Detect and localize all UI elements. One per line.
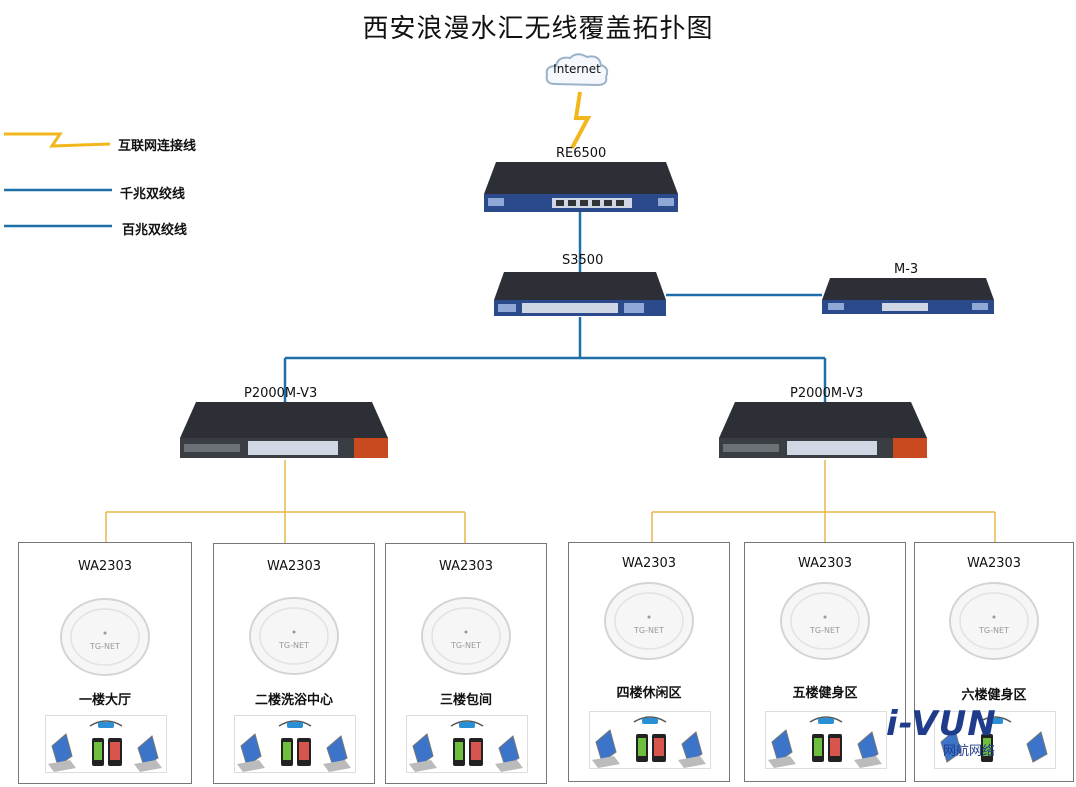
ap-box-4: WA2303 TG-NET 四楼休闲区 [568, 542, 730, 782]
legend-fast-label: 百兆双绞线 [122, 223, 188, 238]
ap-brand-text: TG-NET [450, 641, 481, 650]
internet-cloud: Internet [543, 50, 611, 92]
ap-box-5: WA2303 TG-NET 五楼健身区 [744, 542, 906, 782]
watermark-subtext: 网航网络 [942, 744, 995, 759]
room-label: 四楼休闲区 [616, 686, 682, 701]
access-point-icon: TG-NET [421, 597, 511, 675]
ap-box-1: WA2303 TG-NET 一楼大厅 [18, 542, 192, 784]
watermark-logo: i-VUN 网航网络 [886, 704, 1052, 764]
core-switch-label: S3500 [562, 253, 604, 268]
ap-model-label: WA2303 [266, 559, 322, 574]
legend-lightning-line [4, 132, 111, 148]
access-point-icon: TG-NET [249, 597, 339, 675]
router-device [484, 162, 678, 212]
ap-model-label: WA2303 [438, 559, 494, 574]
controller-label: M-3 [894, 262, 919, 277]
room-label: 六楼健身区 [961, 688, 1027, 703]
legend-gigabit-label: 千兆双绞线 [120, 187, 186, 202]
page-title: 西安浪漫水汇无线覆盖拓扑图 [362, 14, 714, 44]
clients-icon [406, 715, 528, 773]
ap-brand-text: TG-NET [633, 626, 664, 635]
poe-left-label: P2000M-V3 [244, 386, 318, 401]
controller-device [822, 278, 994, 314]
clients-icon [765, 711, 887, 769]
ap-brand-text: TG-NET [978, 626, 1009, 635]
watermark-text: i-VUN [886, 704, 997, 744]
internet-label: Internet [553, 62, 601, 76]
clients-icon [45, 715, 167, 773]
ap-model-label: WA2303 [77, 559, 133, 574]
clients-icon [589, 711, 711, 769]
ap-box-6: WA2303 TG-NET 六楼健身区 [914, 542, 1074, 782]
router-label: RE6500 [556, 146, 607, 161]
internet-lightning [570, 91, 592, 149]
ap-model-label: WA2303 [621, 556, 677, 571]
clients-icon [234, 715, 356, 773]
ap-brand-text: TG-NET [89, 642, 120, 651]
core-switch-device [494, 272, 666, 316]
ap-box-3: WA2303 TG-NET 三楼包间 [385, 543, 547, 784]
ap-model-label: WA2303 [966, 556, 1022, 571]
access-point-icon: TG-NET [604, 582, 694, 660]
poe-right-label: P2000M-V3 [790, 386, 864, 401]
access-point-icon: TG-NET [780, 582, 870, 660]
room-label: 五楼健身区 [792, 686, 858, 701]
access-point-icon: TG-NET [949, 582, 1039, 660]
cloud-icon [545, 53, 609, 87]
ap-brand-text: TG-NET [278, 641, 309, 650]
ap-box-2: WA2303 TG-NET 二楼洗浴中心 [213, 543, 375, 784]
ap-model-label: WA2303 [797, 556, 853, 571]
poe-right-device [719, 402, 927, 458]
clients-icon [934, 711, 1056, 769]
access-point-icon: TG-NET [60, 598, 150, 676]
room-label: 一楼大厅 [78, 693, 131, 708]
ap-brand-text: TG-NET [809, 626, 840, 635]
legend-internet-label: 互联网连接线 [118, 139, 197, 154]
room-label: 二楼洗浴中心 [254, 693, 333, 708]
poe-left-device [180, 402, 388, 458]
room-label: 三楼包间 [439, 693, 492, 708]
